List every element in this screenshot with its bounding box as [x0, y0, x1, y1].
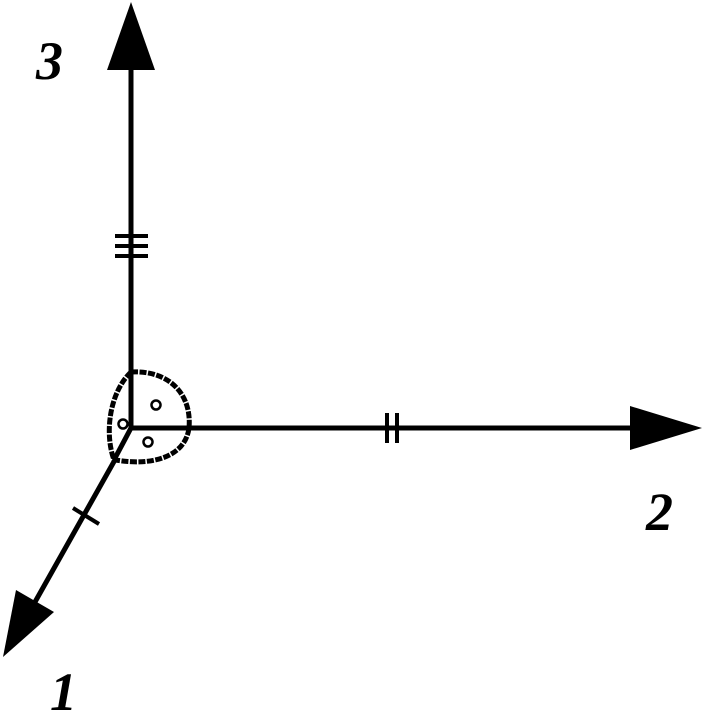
axis-1-tick-mark: [71, 506, 101, 526]
origin-joint: [111, 426, 134, 462]
axis-3-arrowhead: [107, 2, 155, 70]
axis-3-tick-marks: [115, 234, 148, 258]
angle-dot-3-1: [117, 418, 129, 430]
axis-1-label: 1: [50, 662, 77, 711]
axis-2-tick-marks: [385, 413, 399, 443]
axis-1-line: [32, 456, 119, 604]
axis-2-label: 2: [645, 482, 673, 542]
axis-2: 2: [131, 406, 702, 542]
angle-dot-3-2: [150, 399, 162, 411]
axis-1-arrowhead: [3, 590, 54, 657]
angle-arc-inner: [106, 370, 133, 461]
axis-3: 3: [35, 2, 155, 428]
axis-1: 1: [3, 456, 119, 711]
right-angle-markers: [106, 369, 192, 465]
angle-dot-1-2: [142, 436, 154, 448]
axis-3-label: 3: [35, 31, 63, 91]
axis-2-arrowhead: [630, 406, 702, 450]
angle-arc-outer: [115, 369, 192, 465]
